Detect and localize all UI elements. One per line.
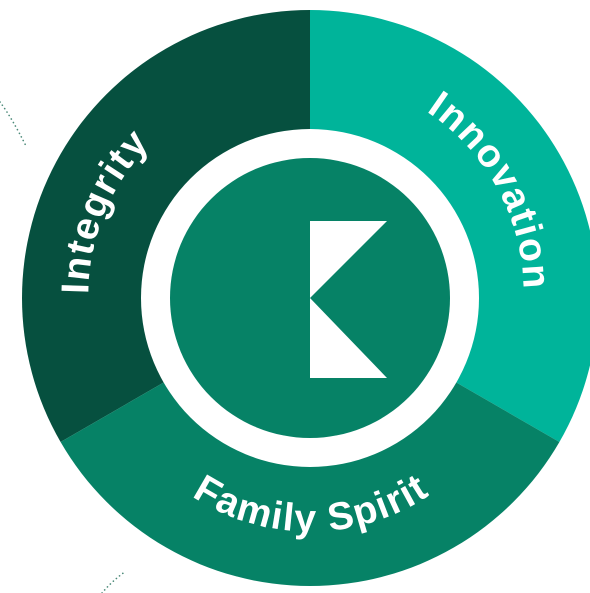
k-logo-icon bbox=[310, 221, 387, 378]
dotted-line-top-left bbox=[0, 101, 27, 147]
dotted-line-bottom-left bbox=[101, 570, 127, 593]
